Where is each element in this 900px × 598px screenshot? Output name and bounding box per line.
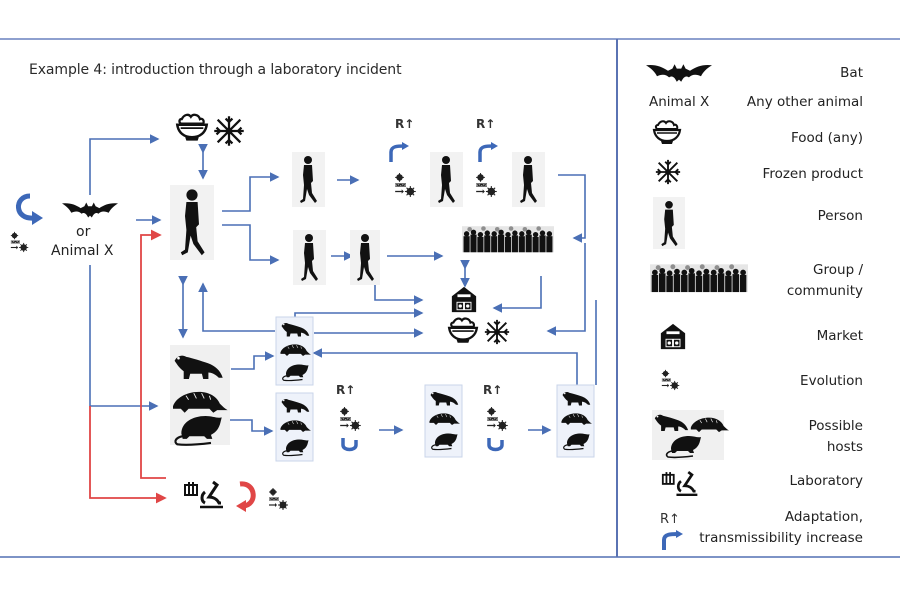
evolution-icon-3 [339,406,362,432]
flow-hostbox-to-person [198,282,275,332]
legend-adaptation-arrow-icon [662,530,683,550]
frame-top-border [0,38,900,40]
legend-market-icon [660,323,686,350]
flow-origin-to-hosts [89,265,159,411]
legend-label-person: Person [817,208,863,224]
crowd-icon [462,226,554,253]
adaptation-r-label-1: R↑ [395,117,415,131]
legend-label-evolution: Evolution [800,373,863,389]
frame-bottom-border [0,556,900,558]
origin-bat-icon [62,202,118,218]
origin-evolution-icon [10,231,29,253]
flow-hostbox4-to-hostbox1 [312,348,578,385]
legend-evolution-icon [661,369,680,391]
flow-loop-to-market [546,243,586,336]
legend-divider [616,39,618,557]
diagram-title: Example 4: introduction through a labora… [29,62,402,78]
adaptation-arrow-icon-1 [389,142,409,162]
market-snowflake-icon [483,318,511,346]
legend-r-label: R↑ [660,512,680,527]
legend-label-frozen: Frozen product [762,166,863,182]
origin-or-label: or [76,224,91,240]
laboratory-icon [183,480,225,509]
flow-hosts-to-hostbox2 [230,419,274,436]
flow-person-to-p2 [222,172,280,212]
evolution-icon-4 [486,406,509,432]
legend-label-market: Market [816,328,863,344]
food-bowl-icon [175,113,209,142]
host-box-2 [275,392,314,462]
legend-laboratory-icon [661,470,699,497]
market-barn-icon [451,286,477,313]
legend-label-bat: Bat [840,65,863,81]
legend-label-hosts-line1: Possible [808,418,863,434]
adaptation-arrow-icon-4 [487,438,504,452]
adaptation-arrow-icon-2 [478,142,498,162]
host-box-3 [424,384,463,458]
legend-label-food: Food (any) [790,130,863,146]
legend-label-group-line1: Group / [813,262,863,278]
snowflake-icon [213,115,245,147]
host-box-4 [556,384,595,458]
adaptation-r-label-2: R↑ [476,117,496,131]
host-box-1 [275,316,314,386]
adaptation-r-label-4: R↑ [483,383,503,397]
flow-p6-to-crowd [558,174,586,243]
legend-snowflake-icon [654,158,682,186]
lab-flow-origin-to-lab [89,406,167,504]
flow-p4-to-market [374,283,424,305]
legend-food-bowl-icon [652,120,682,145]
lab-loop-arrow-icon [236,481,256,512]
evolution-icon-1 [394,172,417,198]
lab-flow-hosts-to-lab [140,470,166,479]
flow-crowd-market [492,276,542,313]
legend-bat-icon [646,64,712,82]
flow-person-to-p3 [222,224,280,265]
evolution-icon-2 [475,172,498,198]
lab-evolution-icon [268,487,289,511]
legend-crowd-icon [650,264,748,293]
legend-label-adapt-line2: transmissibility increase [699,530,863,546]
legend-animal-x-text: Animal X [649,94,710,110]
legend-label-hosts-line2: hosts [826,439,863,455]
legend-label-laboratory: Laboratory [789,473,863,489]
origin-animal-x-label: Animal X [51,243,114,259]
lab-flow-to-person [140,229,162,470]
flow-hosts-to-hostbox1 [231,351,275,370]
flow-hostbox1-to-market [294,308,424,318]
market-food-bowl-icon [447,317,479,344]
adaptation-r-label-3: R↑ [336,383,356,397]
flow-origin-to-food [89,134,160,195]
legend-label-group-line2: community [786,283,863,299]
adaptation-arrow-icon-3 [341,438,358,452]
legend-label-any-other-animal: Any other animal [746,94,863,110]
origin-recycle-arrow-icon [16,193,43,225]
legend-label-adapt-line1: Adaptation, [784,509,863,525]
